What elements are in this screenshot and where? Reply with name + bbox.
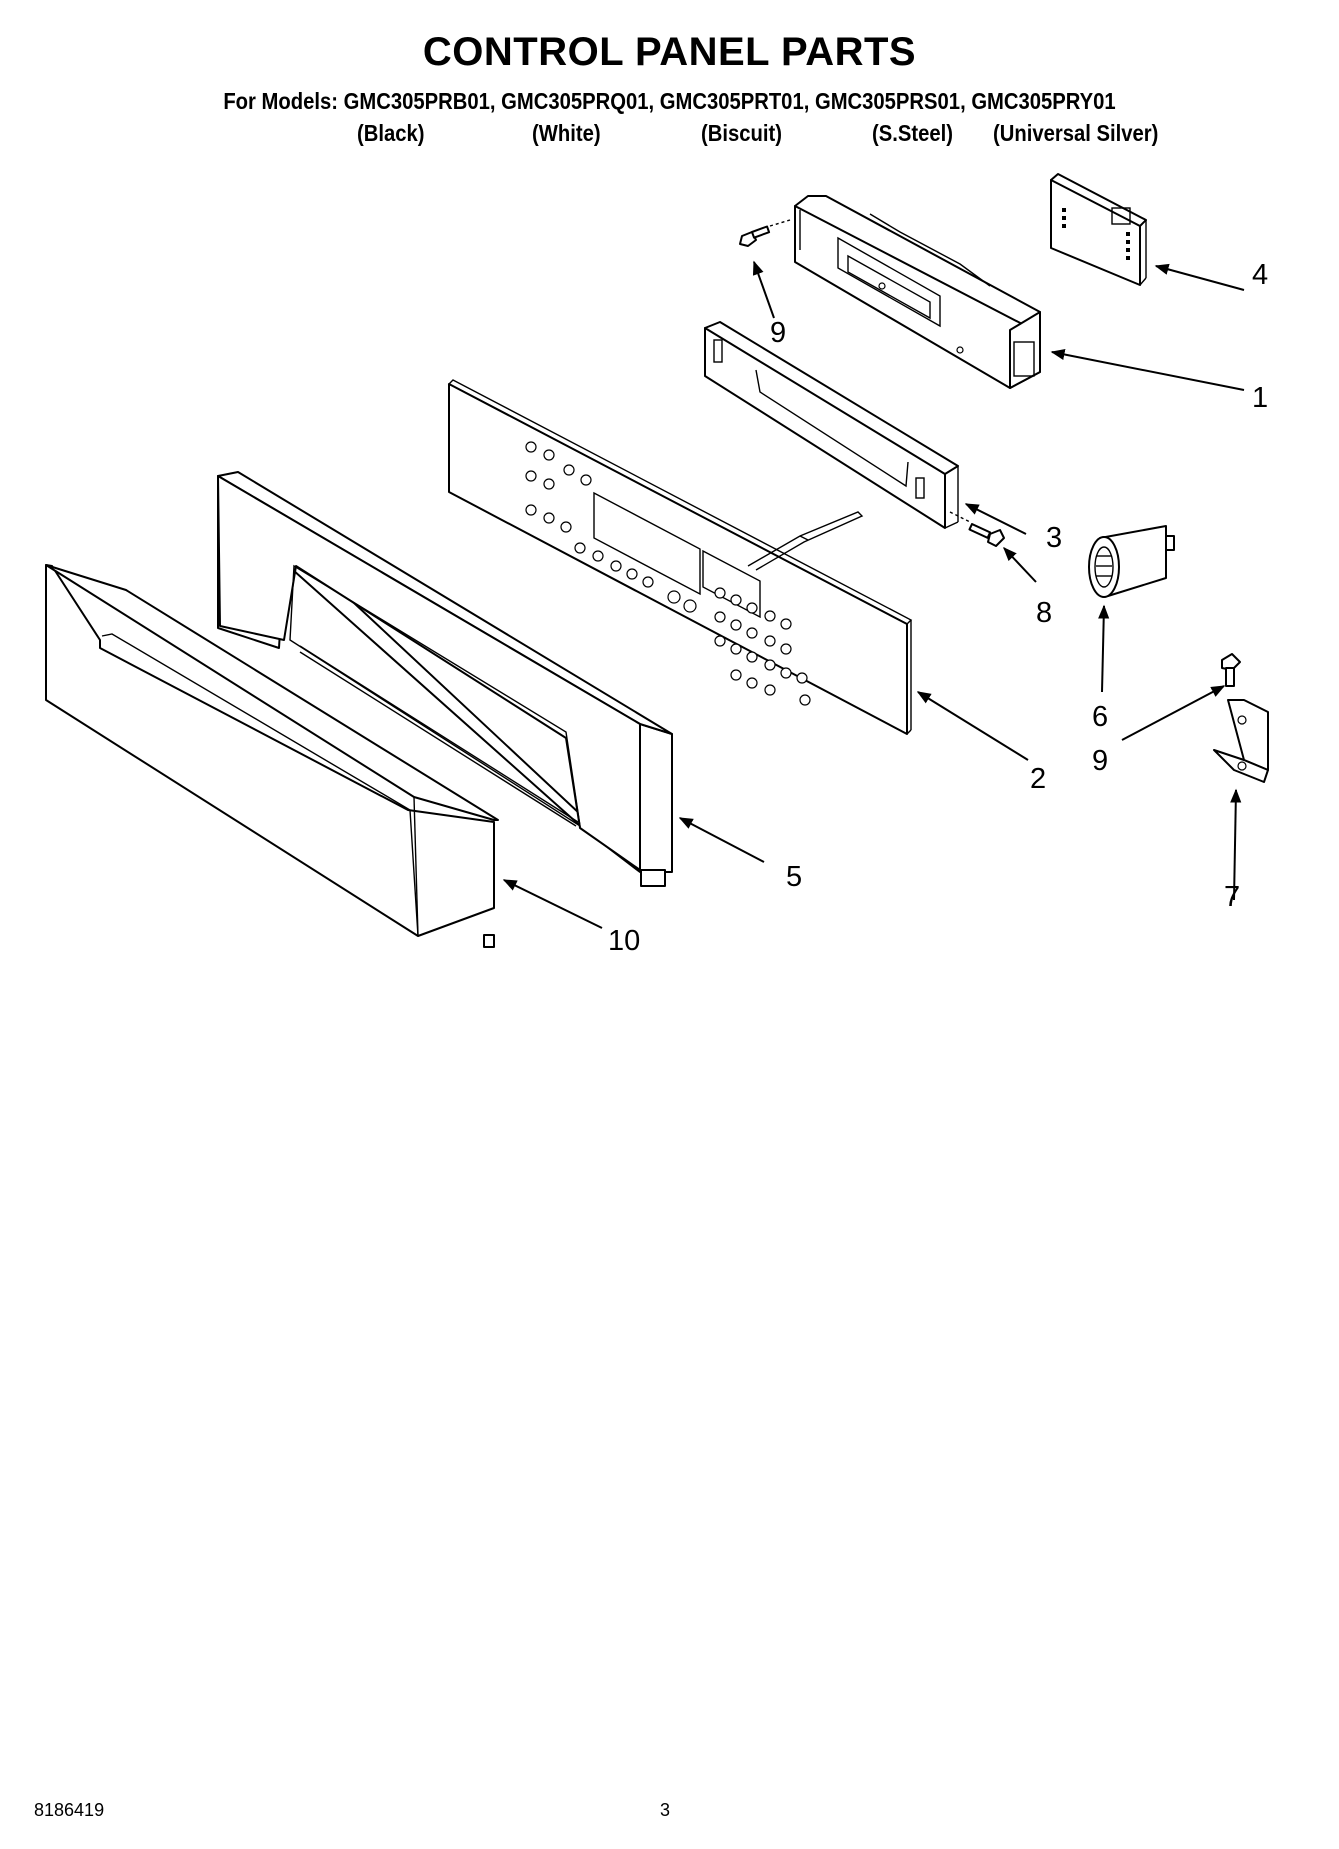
callout-6: 6 [1092, 701, 1108, 733]
callout-8: 8 [1036, 597, 1052, 629]
page-title: CONTROL PANEL PARTS [422, 30, 917, 74]
callout-7: 7 [1224, 881, 1240, 913]
screw-icon [739, 219, 791, 247]
callout-1: 1 [1252, 382, 1268, 414]
page-number: 3 [660, 1800, 671, 1820]
part-angle-bracket [1213, 699, 1269, 783]
callout-3: 3 [1046, 522, 1062, 554]
part-circuit-board [1050, 173, 1147, 286]
callout-4: 4 [1252, 259, 1268, 291]
callout-5: 5 [786, 861, 802, 893]
callout-10: 10 [608, 925, 640, 957]
callout-9-right: 9 [1092, 745, 1108, 777]
screw-icon [949, 511, 1005, 547]
variant-biscuit: (Biscuit) [701, 120, 782, 146]
variant-white: (White) [532, 120, 601, 146]
leader-lines [502, 260, 1245, 929]
variant-steel: (S.Steel) [872, 120, 953, 146]
callout-labels: 1 2 3 4 5 6 7 8 9 9 10 [608, 259, 1268, 957]
model-list: For Models: GMC305PRB01, GMC305PRQ01, GM… [223, 88, 1116, 114]
part-round-connector [1088, 525, 1175, 598]
part-control-housing [794, 195, 1041, 389]
screw-icon [1221, 653, 1241, 687]
part-front-trim [45, 564, 499, 948]
callout-9-top: 9 [770, 317, 786, 349]
callout-2: 2 [1030, 763, 1046, 795]
variant-black: (Black) [357, 120, 425, 146]
part-mounting-bracket [704, 321, 959, 529]
part-panel-housing [217, 471, 673, 887]
variant-universal-silver: (Universal Silver) [993, 120, 1159, 146]
document-number: 8186419 [34, 1800, 105, 1820]
part-overlay-keypad [447, 379, 913, 735]
